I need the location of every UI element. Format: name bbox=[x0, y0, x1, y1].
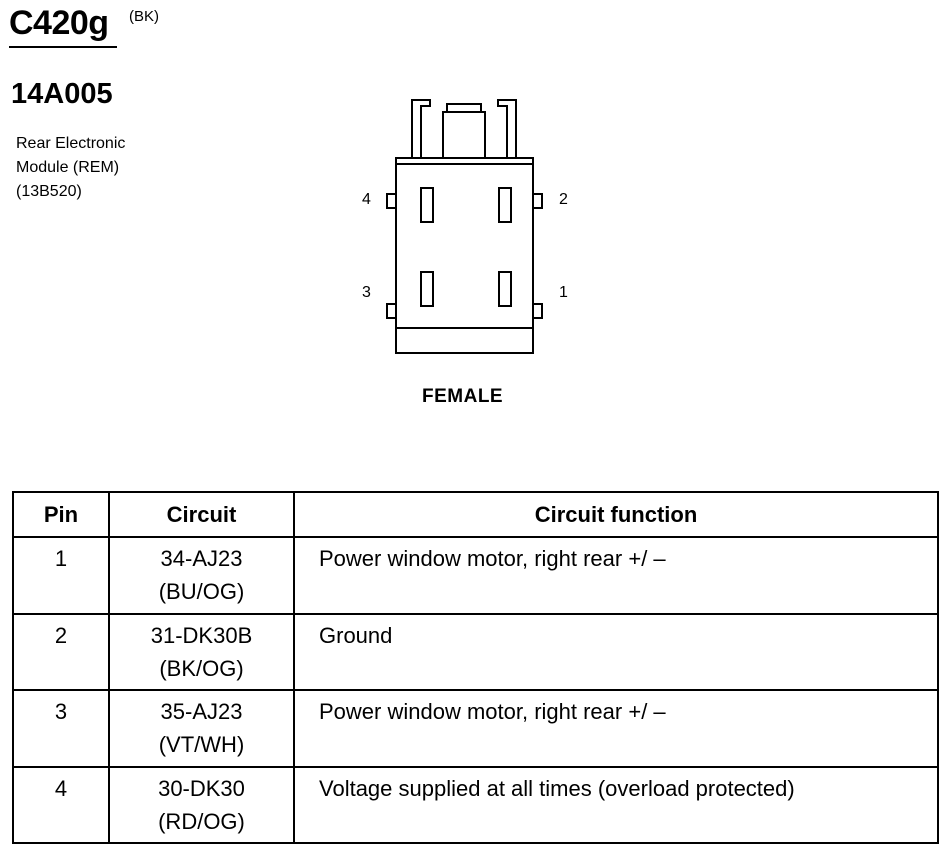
table-row: 1 34-AJ23 (BU/OG) Power window motor, ri… bbox=[12, 536, 939, 615]
component-line-2: Module (REM) bbox=[16, 159, 120, 176]
pin-label-3: 3 bbox=[362, 284, 371, 301]
right-latch bbox=[497, 99, 517, 158]
function-cell: Power window motor, right rear +/ – bbox=[293, 689, 939, 768]
pin-label-1: 1 bbox=[559, 284, 568, 301]
center-key bbox=[442, 111, 486, 159]
wire-color: (BK/OG) bbox=[159, 655, 244, 681]
circuit-cell: 30-DK30 (RD/OG) bbox=[108, 765, 295, 844]
left-latch bbox=[411, 99, 431, 158]
pin-label-4: 4 bbox=[362, 191, 371, 208]
side-tab-3 bbox=[386, 303, 397, 319]
table-header-row: Pin Circuit Circuit function bbox=[12, 491, 939, 538]
table-row: 4 30-DK30 (RD/OG) Voltage supplied at al… bbox=[12, 765, 939, 844]
circuit-number: 34-AJ23 bbox=[160, 546, 243, 571]
pin-cell: 2 bbox=[12, 612, 110, 691]
header-circuit: Circuit bbox=[108, 491, 295, 538]
title-underline bbox=[9, 46, 117, 48]
connector-gender-label: FEMALE bbox=[422, 386, 504, 407]
cavity-pin-1 bbox=[498, 271, 512, 307]
circuit-number: 31-DK30B bbox=[150, 622, 253, 648]
connector-id-title: C420g bbox=[9, 4, 109, 42]
cavity-pin-2 bbox=[498, 187, 512, 223]
connector-body bbox=[395, 157, 534, 354]
side-tab-1 bbox=[532, 303, 543, 319]
header-pin: Pin bbox=[12, 491, 110, 538]
circuit-cell: 34-AJ23 (BU/OG) bbox=[108, 536, 295, 615]
pin-cell: 3 bbox=[12, 689, 110, 768]
wire-color: (BU/OG) bbox=[158, 579, 245, 604]
wire-color: (RD/OG) bbox=[158, 808, 245, 834]
function-cell: Ground bbox=[293, 612, 939, 691]
cavity-pin-3 bbox=[420, 271, 434, 307]
pin-label-2: 2 bbox=[559, 191, 568, 208]
side-tab-2 bbox=[532, 193, 543, 209]
pinout-table: Pin Circuit Circuit function 1 34-AJ23 (… bbox=[12, 491, 939, 844]
circuit-number: 35-AJ23 bbox=[160, 699, 243, 724]
function-cell: Voltage supplied at all times (overload … bbox=[293, 765, 939, 844]
table-row: 3 35-AJ23 (VT/WH) Power window motor, ri… bbox=[12, 689, 939, 768]
part-number: 14A005 bbox=[11, 78, 113, 110]
pin-cell: 4 bbox=[12, 765, 110, 844]
header-circuit-function: Circuit function bbox=[293, 491, 939, 538]
function-cell: Power window motor, right rear +/ – bbox=[293, 536, 939, 615]
component-line-3: (13B520) bbox=[16, 183, 82, 200]
circuit-cell: 35-AJ23 (VT/WH) bbox=[108, 689, 295, 768]
cavity-pin-4 bbox=[420, 187, 434, 223]
wire-color: (VT/WH) bbox=[158, 732, 245, 757]
connector-face-diagram bbox=[386, 99, 543, 354]
pin-cell: 1 bbox=[12, 536, 110, 615]
connector-color-code: (BK) bbox=[129, 8, 159, 25]
side-tab-4 bbox=[386, 193, 397, 209]
component-line-1: Rear Electronic bbox=[16, 135, 126, 152]
center-key-top bbox=[446, 103, 482, 112]
table-row: 2 31-DK30B (BK/OG) Ground bbox=[12, 612, 939, 691]
circuit-number: 30-DK30 bbox=[158, 775, 245, 801]
circuit-cell: 31-DK30B (BK/OG) bbox=[108, 612, 295, 691]
